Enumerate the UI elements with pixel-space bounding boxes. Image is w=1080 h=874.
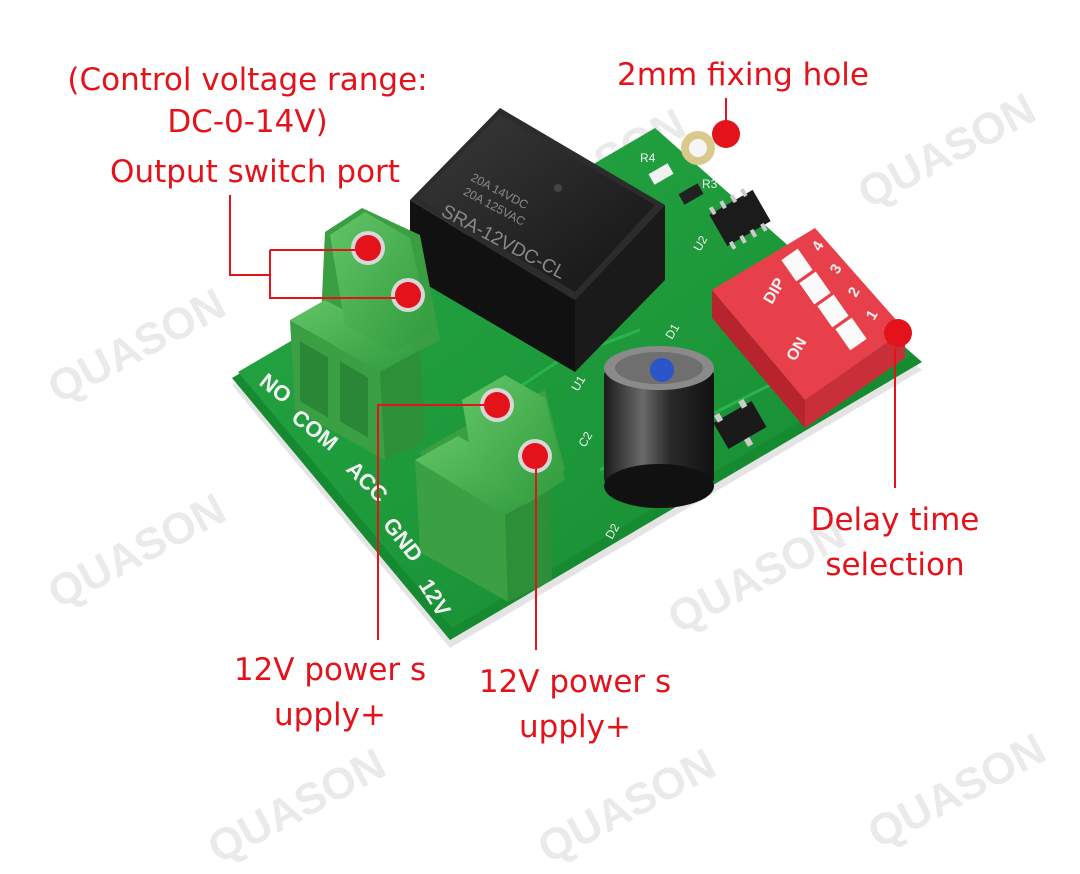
- power-left-label-2: upply+: [274, 697, 386, 733]
- relay-module-board: R4 R3 U2 20A 14VDC 20A 125VAC SRA-12VDC-…: [229, 98, 922, 650]
- electrolytic-capacitor: [604, 346, 714, 508]
- output-switch-leader: [229, 195, 270, 276]
- product-photo: QUASON QUASON QUASON QUASON QUASON QUASO…: [40, 57, 1054, 873]
- output-switch-label: Output switch port: [110, 154, 400, 190]
- marker-dot: [395, 282, 421, 308]
- dip-toggles[interactable]: [781, 248, 867, 351]
- dip-toggle-4[interactable]: [781, 248, 813, 282]
- power-left-leader: [377, 404, 493, 640]
- silk-c2: C2: [575, 429, 595, 450]
- silk-u1: U1: [568, 373, 588, 394]
- fixing-hole-label: 2mm fixing hole: [617, 57, 869, 93]
- marker-dot: [484, 392, 510, 418]
- pcb-board: [238, 128, 912, 628]
- delay-time-label: Delay time: [810, 502, 980, 538]
- dip-toggle-3[interactable]: [799, 271, 831, 305]
- power-right-label-2: upply+: [519, 709, 631, 745]
- dip-toggle-1[interactable]: [835, 317, 867, 351]
- power-right-label: 12V power s: [478, 664, 672, 700]
- control-voltage-range-label: DC-0-14V): [167, 104, 328, 140]
- resistor-r3: [678, 183, 704, 205]
- annotation-lines: [229, 98, 896, 650]
- relay: 20A 14VDC 20A 125VAC SRA-12VDC-CL: [410, 108, 665, 372]
- marker-dot: [355, 235, 381, 261]
- transistor: [713, 398, 767, 449]
- marker-dots: [355, 120, 912, 469]
- dip-switch[interactable]: DIP ON 4 3 2 1: [712, 228, 905, 428]
- delay-selection-label: selection: [825, 547, 965, 583]
- resistor-r4: [648, 163, 674, 185]
- silk-r4: R4: [640, 151, 656, 165]
- marker-dot: [884, 319, 912, 347]
- control-voltage-label: (Control voltage range:: [67, 62, 428, 98]
- silk-r3: R3: [702, 177, 718, 191]
- silk-d2: D2: [602, 521, 622, 542]
- dip-toggle-2[interactable]: [817, 294, 849, 328]
- power-left-label: 12V power s: [233, 652, 427, 688]
- silk-u2: U2: [690, 233, 710, 254]
- output-switch-bracket: [269, 250, 405, 299]
- fixing-hole: [689, 139, 707, 157]
- ic-u2: [708, 188, 771, 250]
- silk-d1: D1: [662, 321, 682, 342]
- marker-dot: [522, 443, 548, 469]
- marker-dot: [712, 120, 740, 148]
